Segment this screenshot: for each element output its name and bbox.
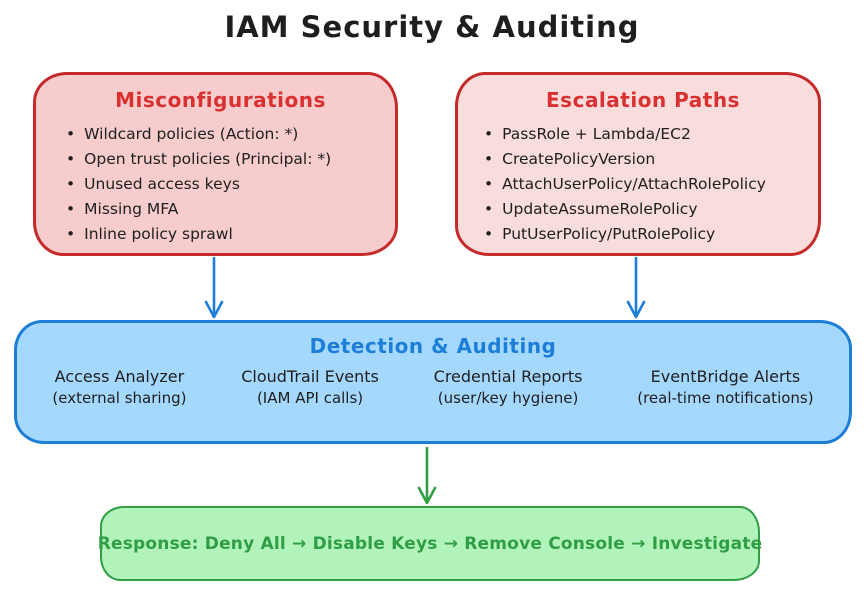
list-item: Missing MFA bbox=[66, 197, 375, 222]
escalation-paths-list: PassRole + Lambda/EC2 CreatePolicyVersio… bbox=[484, 122, 802, 247]
column-detail: (external sharing) bbox=[52, 389, 187, 407]
arrow-misconfigurations-to-detection-icon bbox=[202, 256, 226, 323]
misconfigurations-box: Misconfigurations Wildcard policies (Act… bbox=[33, 72, 398, 256]
misconfigurations-title: Misconfigurations bbox=[115, 88, 326, 112]
list-item: Open trust policies (Principal: *) bbox=[66, 147, 375, 172]
misconfigurations-list: Wildcard policies (Action: *) Open trust… bbox=[66, 122, 375, 247]
arrow-escalation-to-detection-icon bbox=[624, 256, 648, 323]
list-item: PassRole + Lambda/EC2 bbox=[484, 122, 802, 147]
arrow-detection-to-response-icon bbox=[415, 446, 439, 509]
list-item: Wildcard policies (Action: *) bbox=[66, 122, 375, 147]
list-item: UpdateAssumeRolePolicy bbox=[484, 197, 802, 222]
list-item: Unused access keys bbox=[66, 172, 375, 197]
list-item: Inline policy sprawl bbox=[66, 222, 375, 247]
list-item: AttachUserPolicy/AttachRolePolicy bbox=[484, 172, 802, 197]
response-text: Response: Deny All → Disable Keys → Remo… bbox=[97, 533, 763, 554]
column-name: EventBridge Alerts bbox=[650, 367, 801, 386]
detection-columns: Access Analyzer (external sharing) Cloud… bbox=[25, 366, 841, 409]
detection-auditing-box: Detection & Auditing Access Analyzer (ex… bbox=[14, 320, 852, 444]
detection-column-access-analyzer: Access Analyzer (external sharing) bbox=[52, 366, 186, 409]
list-item: CreatePolicyVersion bbox=[484, 147, 802, 172]
column-name: Access Analyzer bbox=[54, 367, 185, 386]
column-detail: (user/key hygiene) bbox=[437, 389, 579, 407]
detection-auditing-title: Detection & Auditing bbox=[309, 334, 557, 358]
escalation-paths-title: Escalation Paths bbox=[546, 88, 740, 112]
response-box: Response: Deny All → Disable Keys → Remo… bbox=[97, 506, 763, 581]
column-name: Credential Reports bbox=[433, 367, 583, 386]
detection-column-credential-reports: Credential Reports (user/key hygiene) bbox=[434, 366, 583, 409]
column-name: CloudTrail Events bbox=[241, 367, 379, 386]
page-title: IAM Security & Auditing bbox=[224, 10, 640, 44]
column-detail: (real-time notifications) bbox=[637, 389, 814, 407]
detection-column-cloudtrail: CloudTrail Events (IAM API calls) bbox=[241, 366, 379, 409]
escalation-paths-box: Escalation Paths PassRole + Lambda/EC2 C… bbox=[455, 72, 821, 256]
column-detail: (IAM API calls) bbox=[256, 389, 364, 407]
list-item: PutUserPolicy/PutRolePolicy bbox=[484, 222, 802, 247]
detection-column-eventbridge: EventBridge Alerts (real-time notificati… bbox=[637, 366, 813, 409]
